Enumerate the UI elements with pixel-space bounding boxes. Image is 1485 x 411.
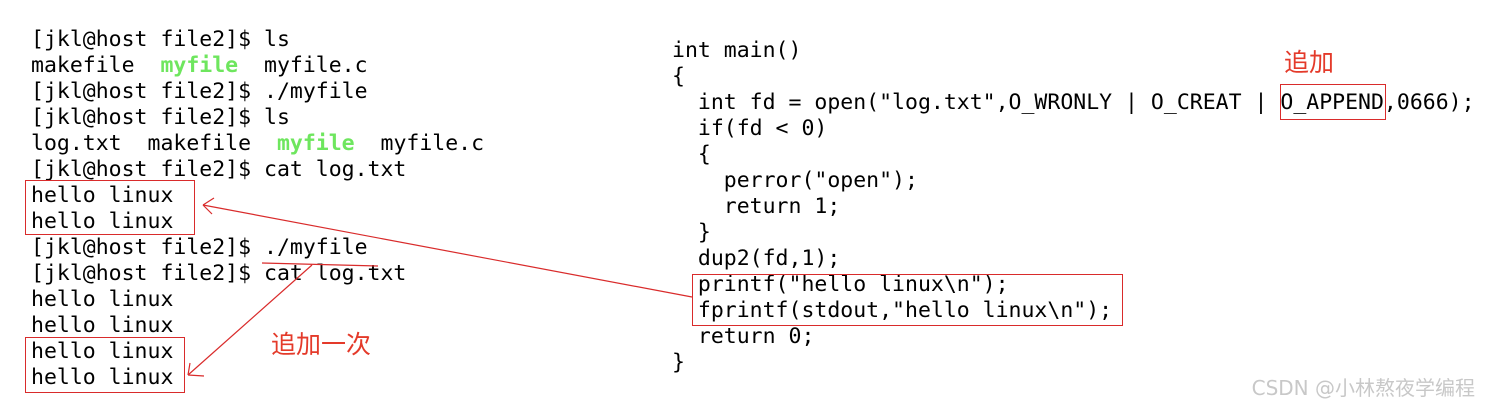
terminal-text: hello linux xyxy=(31,313,174,338)
executable-name: myfile xyxy=(160,53,239,78)
terminal-text: [jkl@host file2]$ ./myfile xyxy=(31,235,368,260)
code-line: if(fd < 0) xyxy=(672,116,828,141)
terminal-text: myfile.c xyxy=(238,53,368,78)
c-source-code: int main(){ int fd = open("log.txt",O_WR… xyxy=(672,38,1475,376)
code-line: } xyxy=(672,220,711,245)
terminal-line: hello linux xyxy=(31,365,484,391)
terminal-line: [jkl@host file2]$ cat log.txt xyxy=(31,261,484,287)
terminal-text: [jkl@host file2]$ ls xyxy=(31,27,290,52)
code-line: } xyxy=(672,350,685,375)
terminal-text: hello linux xyxy=(31,339,174,364)
terminal-line: hello linux xyxy=(31,287,484,313)
arrow-rerun-to-appended xyxy=(187,264,313,376)
terminal-line: hello linux xyxy=(31,183,484,209)
underline-rerun xyxy=(261,262,379,267)
terminal-text: myfile.c xyxy=(354,131,485,156)
terminal-line: [jkl@host file2]$ cat log.txt xyxy=(31,157,484,183)
terminal-line: hello linux xyxy=(31,339,484,365)
arrow-code-to-first-output xyxy=(202,204,693,298)
code-line: int fd = open("log.txt",O_WRONLY | O_CRE… xyxy=(672,90,1475,115)
terminal-text: log.txt makefile xyxy=(31,131,277,156)
terminal-text: [jkl@host file2]$ cat log.txt xyxy=(31,157,407,182)
code-line: fprintf(stdout,"hello linux\n"); xyxy=(672,298,1113,323)
terminal-line: [jkl@host file2]$ ls xyxy=(31,27,484,53)
executable-name: myfile xyxy=(276,131,355,156)
terminal-text: hello linux xyxy=(31,287,174,312)
terminal-line: hello linux xyxy=(31,313,484,339)
terminal-text: [jkl@host file2]$ ls xyxy=(31,105,290,130)
code-line: dup2(fd,1); xyxy=(672,246,841,271)
printf-calls-box xyxy=(692,274,1123,326)
terminal-text: [jkl@host file2]$ ./myfile xyxy=(31,79,368,104)
code-line: int main() xyxy=(672,38,802,63)
terminal-text: hello linux xyxy=(31,209,174,234)
terminal-line: [jkl@host file2]$ ls xyxy=(31,105,484,131)
code-line: perror("open"); xyxy=(672,168,918,193)
terminal-text: hello linux xyxy=(31,365,174,390)
code-line: return 1; xyxy=(672,194,841,219)
appended-output-box xyxy=(25,337,185,393)
append-once-annotation: 追加一次 xyxy=(271,330,372,359)
o-append-box xyxy=(1280,84,1386,120)
append-annotation: 追加 xyxy=(1284,48,1335,77)
terminal-line: [jkl@host file2]$ ./myfile xyxy=(31,79,484,105)
terminal-text: hello linux xyxy=(31,183,174,208)
terminal-text: makefile xyxy=(31,53,161,78)
first-output-box xyxy=(25,180,195,235)
terminal-text: [jkl@host file2]$ cat log.txt xyxy=(31,261,407,286)
code-line: printf("hello linux\n"); xyxy=(672,272,1009,297)
terminal-line: log.txt makefile myfile myfile.c xyxy=(31,131,484,157)
arrow-head-first-output xyxy=(202,197,215,215)
code-line: { xyxy=(672,64,685,89)
terminal-line: hello linux xyxy=(31,209,484,235)
terminal-line: makefile myfile myfile.c xyxy=(31,53,484,79)
csdn-watermark: CSDN @小林熬夜学编程 xyxy=(1251,376,1475,400)
arrow-head-appended xyxy=(187,362,205,377)
code-line: return 0; xyxy=(672,324,815,349)
code-line: { xyxy=(672,142,711,167)
terminal-line: [jkl@host file2]$ ./myfile xyxy=(31,235,484,261)
